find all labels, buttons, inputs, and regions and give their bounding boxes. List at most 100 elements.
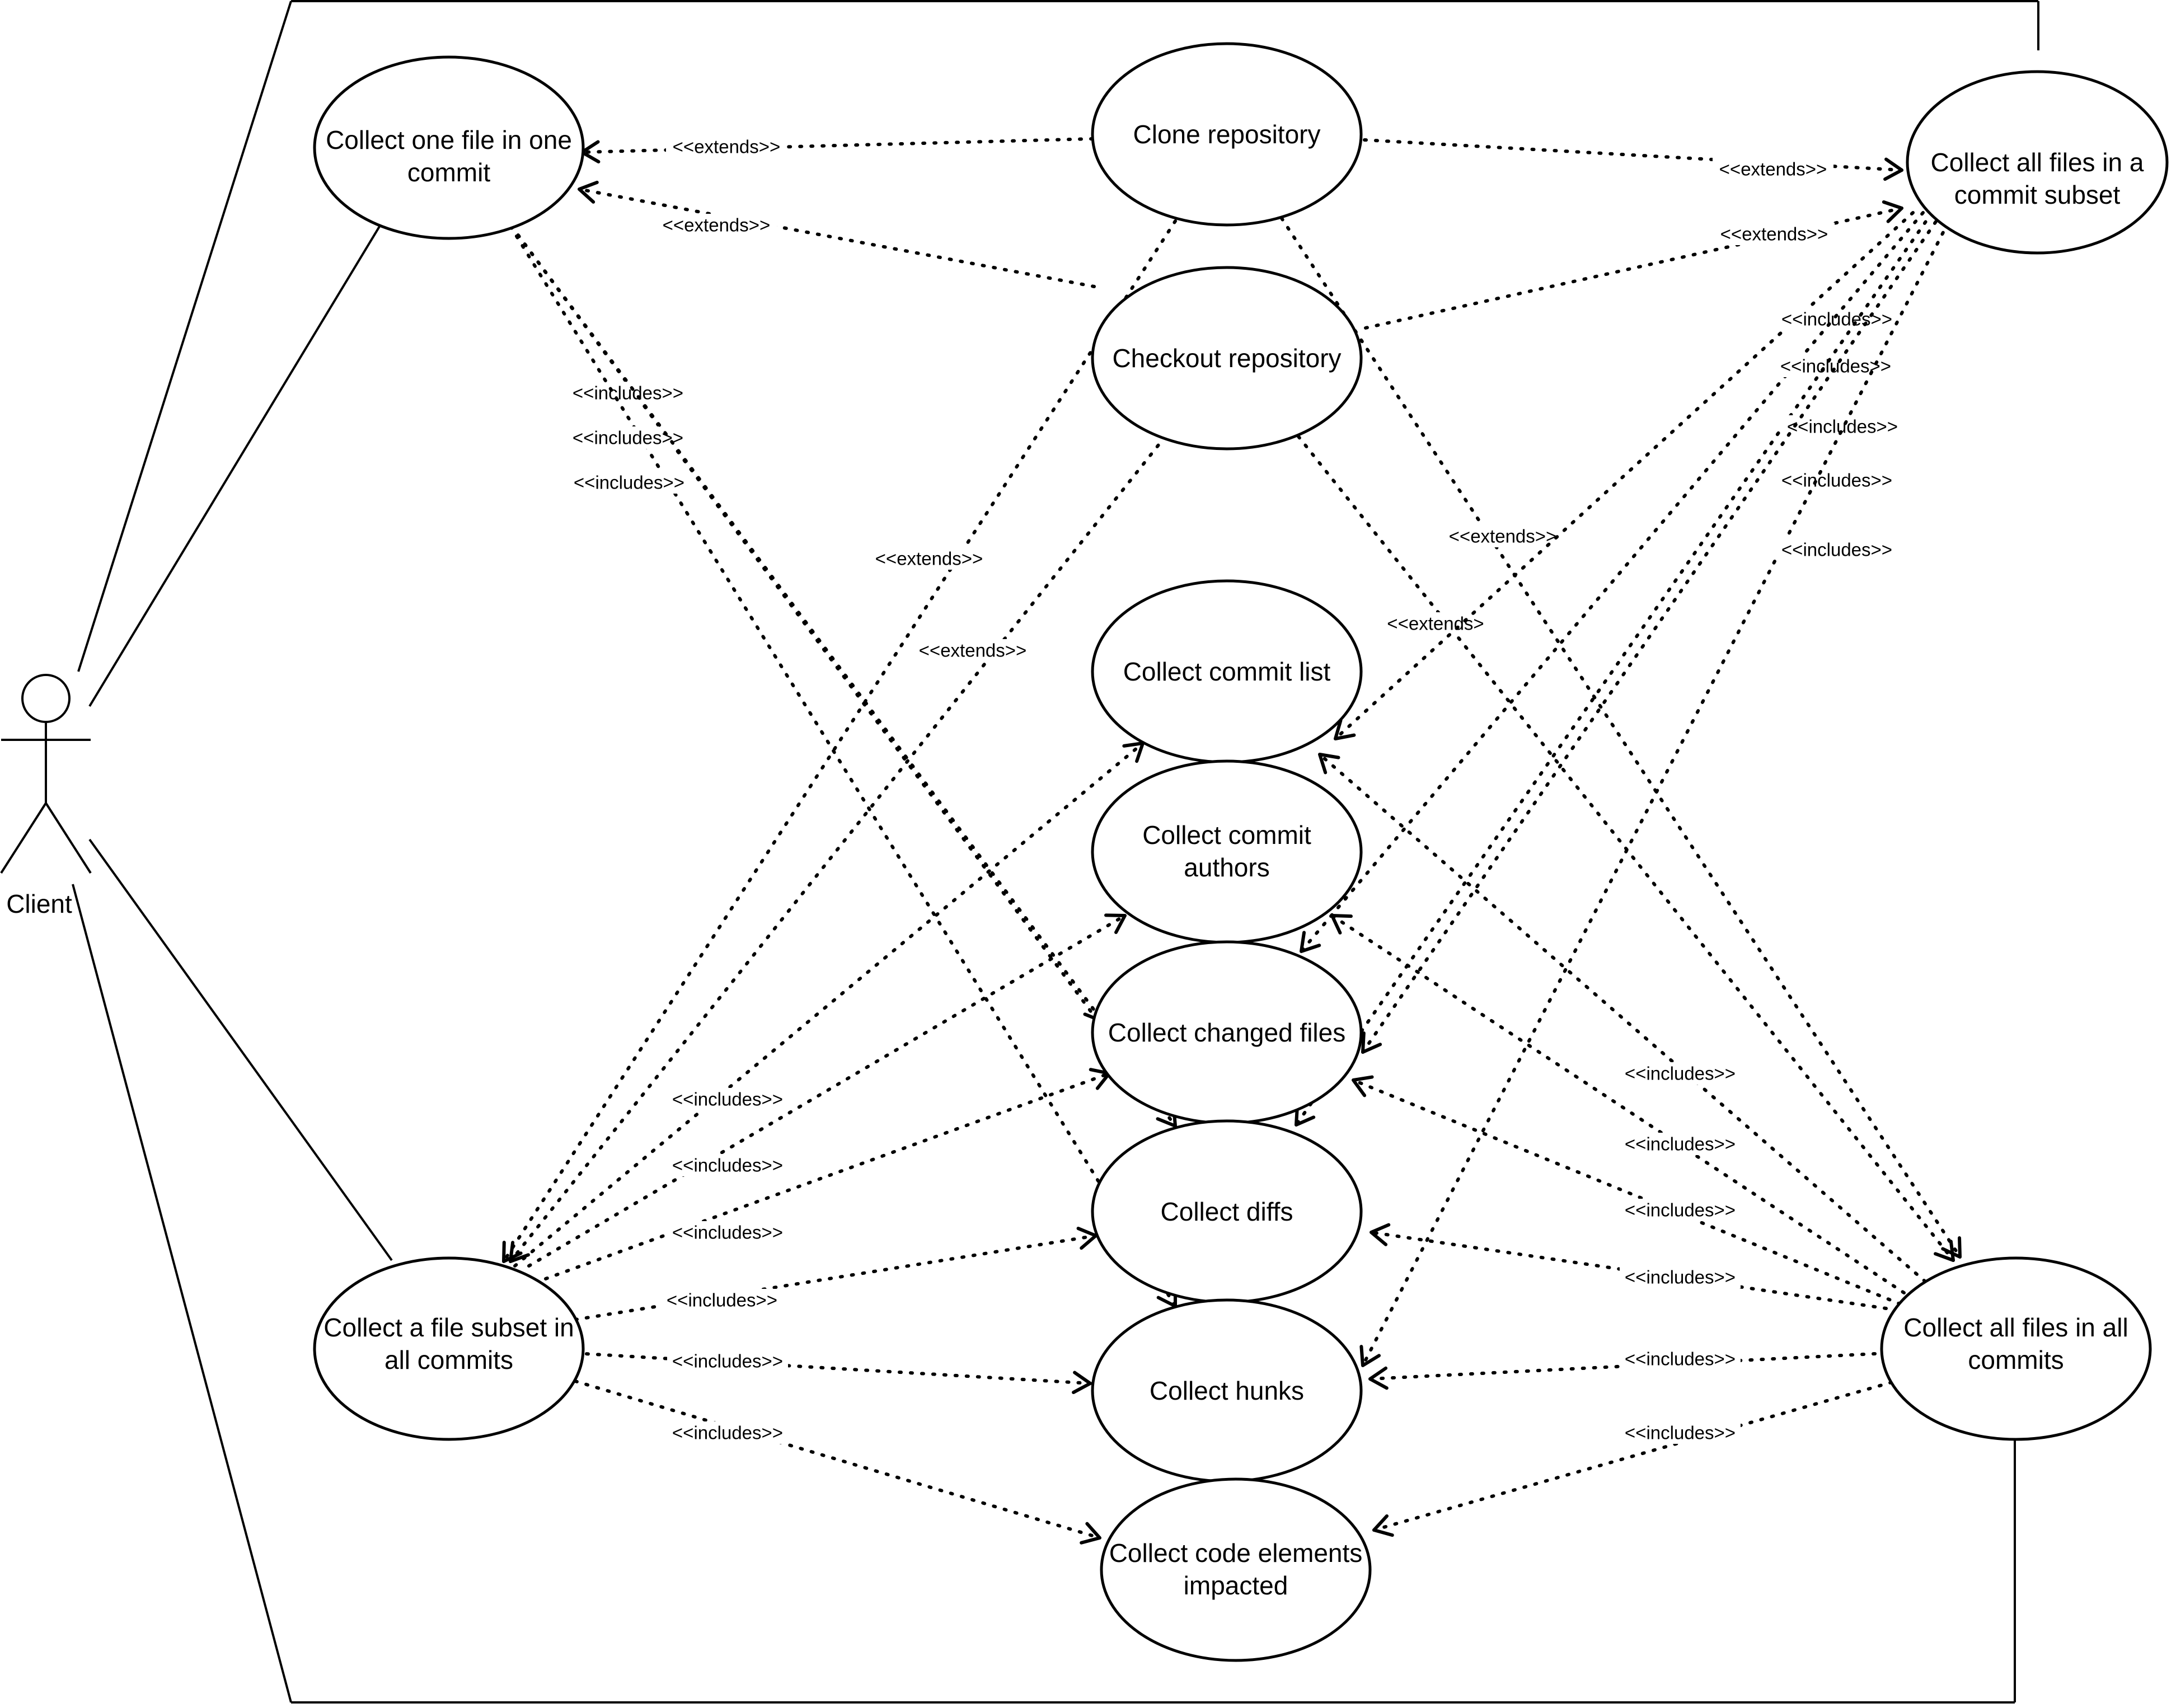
includes-label: <<includes>> — [667, 1290, 777, 1311]
open-arrowhead-icon — [509, 1241, 530, 1263]
label-background — [569, 471, 690, 494]
use-case-collect-all-files-commit-subset: Collect all files in a commit subset — [1906, 70, 2169, 255]
label-background — [568, 382, 688, 404]
label-background — [667, 1221, 788, 1244]
use-case-label: commits — [1968, 1345, 2064, 1374]
label-background — [667, 1154, 788, 1176]
includes-relationship: <<includes>> — [527, 913, 1127, 1268]
includes-relationship: <<includes>> — [1295, 211, 1934, 1127]
use-case-label: Collect code elements — [1109, 1538, 1363, 1568]
includes-label: <<includes>> — [1625, 1134, 1736, 1155]
includes-connector — [1361, 211, 1955, 1367]
label-background — [656, 214, 777, 236]
includes-label: <<includes>> — [672, 1089, 783, 1110]
extends-label: <<extends> — [1387, 613, 1484, 634]
extends-relationship: <<extends>> — [509, 435, 1167, 1263]
use-case-label: commit — [407, 158, 490, 187]
includes-connector — [1300, 211, 1925, 953]
includes-relationship: <<includes>> — [1318, 753, 1927, 1283]
use-case-label: all commits — [384, 1345, 513, 1374]
label-background — [1782, 415, 1903, 438]
includes-connector — [503, 215, 1177, 1308]
use-case-label: Collect diffs — [1161, 1197, 1293, 1226]
use-case-label: Collect all files in all — [1903, 1313, 2128, 1342]
includes-label: <<includes>> — [672, 1222, 783, 1243]
extends-relationship: <<extends> — [1297, 435, 1955, 1262]
extends-connector — [578, 187, 1096, 288]
label-background — [667, 1088, 788, 1110]
includes-connector — [1318, 753, 1927, 1283]
extends-relationship: <<extends>> — [502, 219, 1177, 1263]
includes-label: <<includes>> — [1781, 309, 1892, 330]
open-arrowhead-icon — [1318, 753, 1340, 775]
label-background — [667, 1421, 788, 1444]
extends-relationship: <<extends>> — [1364, 200, 1903, 330]
label-background — [1775, 355, 1896, 377]
includes-relationship: <<includes>> — [574, 1227, 1098, 1321]
use-case-label: Checkout repository — [1112, 344, 1341, 373]
open-arrowhead-icon — [1883, 157, 1903, 181]
includes-relationship: <<includes>> — [1359, 211, 1955, 1367]
use-case-label: Collect a file subset in — [323, 1313, 574, 1342]
includes-label: <<includes>> — [1625, 1423, 1736, 1443]
includes-relationship: <<includes>> — [1352, 1075, 1902, 1306]
includes-relationship: <<includes>> — [503, 215, 1177, 1128]
label-background — [1620, 1348, 1741, 1370]
use-case-label: commit subset — [1954, 180, 2121, 209]
label-background — [568, 426, 688, 449]
includes-label: <<includes>> — [1781, 539, 1892, 560]
open-arrowhead-icon — [1076, 1227, 1098, 1250]
includes-connector — [527, 914, 1127, 1268]
includes-label: <<includes>> — [1625, 1349, 1736, 1369]
includes-relationship: <<includes>> — [574, 1350, 1092, 1395]
open-arrowhead-icon — [1361, 1031, 1382, 1054]
includes-relationship: <<includes>> — [513, 742, 1145, 1268]
includes-label: <<includes>> — [1625, 1267, 1736, 1288]
use-case-label: Collect changed files — [1108, 1018, 1345, 1047]
includes-connector — [574, 1379, 1101, 1540]
includes-label: <<includes>> — [1625, 1200, 1736, 1221]
includes-label: <<includes>> — [1625, 1063, 1736, 1084]
actor-left-leg — [0, 802, 47, 874]
label-background — [1776, 538, 1897, 561]
label-background — [869, 547, 989, 570]
use-cases: Collect one file in one commit Clone rep… — [313, 42, 2169, 1662]
use-case-collect-changed-files: Collect changed files — [1091, 940, 1363, 1125]
includes-connector — [1352, 1078, 1902, 1306]
use-case-label: impacted — [1184, 1571, 1288, 1600]
relationships: <<extends>> <<extends>> <<extends>> <<exten… — [502, 135, 1962, 1545]
extends-connector — [502, 219, 1177, 1263]
includes-connector — [544, 1072, 1111, 1280]
extends-label: <<extends>> — [663, 215, 771, 236]
includes-relationship: <<includes>> — [1361, 211, 1944, 1054]
includes-relationship: <<includes>> — [503, 215, 1177, 1308]
label-background — [1776, 469, 1897, 491]
includes-relationship: <<includes>> — [1372, 1381, 1893, 1537]
includes-connector — [574, 1234, 1098, 1321]
label-background — [1442, 525, 1563, 547]
includes-connector — [1330, 914, 1906, 1294]
extends-label: <<extends>> — [1449, 526, 1557, 547]
label-background — [912, 639, 1033, 661]
client-actor: Client — [0, 674, 92, 918]
label-background — [667, 1350, 788, 1372]
use-case-collect-diffs: Collect diffs — [1091, 1119, 1363, 1304]
includes-label: <<includes>> — [1781, 470, 1892, 491]
includes-connector — [503, 215, 1104, 1023]
extends-relationship: <<extends>> — [580, 135, 1094, 164]
open-arrowhead-icon — [502, 1241, 523, 1263]
use-case-label: Collect one file in one — [326, 125, 572, 154]
use-case-label: Collect hunks — [1150, 1376, 1304, 1405]
system-boundary — [72, 0, 2039, 1704]
includes-label: <<includes>> — [672, 1155, 783, 1176]
extends-relationship: <<extends>> — [1280, 217, 1962, 1259]
label-background — [1620, 1199, 1741, 1221]
open-arrowhead-icon — [1359, 1345, 1381, 1367]
includes-relationship: <<includes>> — [1330, 914, 1906, 1294]
extends-label: <<extends>> — [919, 640, 1027, 661]
includes-relationship: <<includes>> — [544, 1068, 1111, 1280]
label-background — [1620, 1062, 1741, 1085]
includes-connector — [513, 742, 1145, 1268]
open-arrowhead-icon — [1334, 719, 1356, 740]
